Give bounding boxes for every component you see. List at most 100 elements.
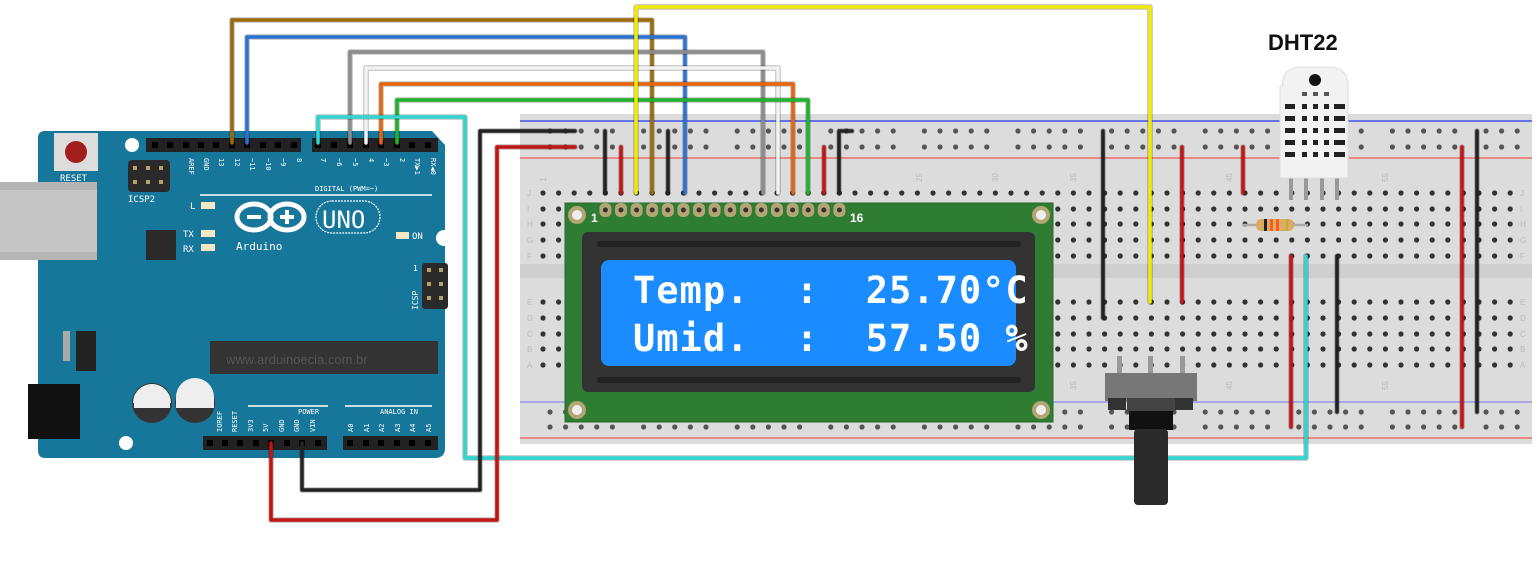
breadboard-hole[interactable] [1320, 315, 1326, 321]
rail-hole[interactable] [1140, 144, 1146, 150]
rail-hole[interactable] [594, 144, 600, 150]
power-header-pin[interactable] [315, 440, 321, 446]
rail-hole[interactable] [1514, 424, 1520, 430]
breadboard-hole[interactable] [1320, 253, 1326, 259]
rail-hole[interactable] [1218, 409, 1224, 415]
rail-hole[interactable] [1077, 144, 1083, 150]
rail-hole[interactable] [1514, 409, 1520, 415]
breadboard-hole[interactable] [1414, 346, 1420, 352]
breadboard-hole[interactable] [1055, 190, 1061, 196]
breadboard-hole[interactable] [556, 253, 562, 259]
breadboard-hole[interactable] [556, 221, 562, 227]
rail-hole[interactable] [578, 144, 584, 150]
analog-header-pin[interactable] [394, 440, 400, 446]
breadboard-hole[interactable] [1398, 221, 1404, 227]
breadboard-hole[interactable] [1445, 331, 1451, 337]
breadboard-hole[interactable] [1164, 315, 1170, 321]
breadboard-hole[interactable] [1445, 299, 1451, 305]
breadboard-hole[interactable] [1507, 237, 1513, 243]
breadboard-hole[interactable] [556, 362, 562, 368]
breadboard-hole[interactable] [1195, 206, 1201, 212]
breadboard-hole[interactable] [1304, 237, 1310, 243]
rail-hole[interactable] [1155, 128, 1161, 134]
breadboard-hole[interactable] [540, 253, 546, 259]
rail-hole[interactable] [1109, 409, 1115, 415]
rail-hole[interactable] [1436, 144, 1442, 150]
rail-hole[interactable] [1405, 424, 1411, 430]
rail-hole[interactable] [1202, 424, 1208, 430]
breadboard-hole[interactable] [1429, 206, 1435, 212]
breadboard-hole[interactable] [1211, 331, 1217, 337]
breadboard-hole[interactable] [1086, 221, 1092, 227]
rail-hole[interactable] [953, 424, 959, 430]
rail-hole[interactable] [1031, 144, 1037, 150]
breadboard-hole[interactable] [1258, 346, 1264, 352]
breadboard-hole[interactable] [1070, 206, 1076, 212]
header-pin[interactable] [425, 142, 431, 148]
rail-hole[interactable] [1514, 128, 1520, 134]
rail-hole[interactable] [828, 144, 834, 150]
breadboard-hole[interactable] [1117, 315, 1123, 321]
rail-hole[interactable] [984, 424, 990, 430]
breadboard-hole[interactable] [1102, 362, 1108, 368]
breadboard-hole[interactable] [883, 190, 889, 196]
breadboard-hole[interactable] [1148, 315, 1154, 321]
breadboard-hole[interactable] [868, 190, 874, 196]
breadboard-hole[interactable] [1336, 237, 1342, 243]
breadboard-hole[interactable] [1133, 237, 1139, 243]
breadboard-hole[interactable] [1195, 315, 1201, 321]
breadboard-hole[interactable] [961, 190, 967, 196]
breadboard-hole[interactable] [1086, 299, 1092, 305]
rail-hole[interactable] [1499, 424, 1505, 430]
rail-hole[interactable] [1483, 409, 1489, 415]
breadboard-hole[interactable] [1226, 190, 1232, 196]
breadboard-hole[interactable] [1398, 331, 1404, 337]
breadboard-hole[interactable] [1414, 299, 1420, 305]
breadboard-hole[interactable] [1070, 346, 1076, 352]
rail-hole[interactable] [1389, 128, 1395, 134]
breadboard-hole[interactable] [1398, 237, 1404, 243]
breadboard-hole[interactable] [540, 331, 546, 337]
breadboard-hole[interactable] [1351, 299, 1357, 305]
breadboard-hole[interactable] [556, 190, 562, 196]
rail-hole[interactable] [750, 144, 756, 150]
breadboard-hole[interactable] [1086, 190, 1092, 196]
breadboard-hole[interactable] [540, 346, 546, 352]
breadboard-hole[interactable] [1273, 299, 1279, 305]
power-header-pin[interactable] [253, 440, 259, 446]
breadboard-hole[interactable] [1055, 362, 1061, 368]
wire-white[interactable] [364, 66, 780, 195]
breadboard-hole[interactable] [1086, 237, 1092, 243]
rail-hole[interactable] [1405, 144, 1411, 150]
breadboard-hole[interactable] [1507, 346, 1513, 352]
analog-header-pin[interactable] [378, 440, 384, 446]
rail-hole[interactable] [890, 128, 896, 134]
rail-hole[interactable] [687, 424, 694, 430]
rail-hole[interactable] [828, 128, 834, 134]
rail-hole[interactable] [547, 424, 553, 430]
breadboard-hole[interactable] [1117, 221, 1123, 227]
breadboard-hole[interactable] [899, 190, 905, 196]
breadboard-hole[interactable] [1195, 221, 1201, 227]
breadboard-hole[interactable] [1492, 190, 1498, 196]
breadboard-hole[interactable] [1117, 299, 1123, 305]
breadboard-hole[interactable] [1242, 362, 1248, 368]
breadboard-hole[interactable] [1133, 299, 1139, 305]
breadboard-hole[interactable] [1195, 362, 1201, 368]
breadboard-hole[interactable] [540, 299, 546, 305]
breadboard-hole[interactable] [1382, 190, 1388, 196]
rail-hole[interactable] [687, 144, 694, 150]
breadboard-hole[interactable] [1492, 221, 1498, 227]
rail-hole[interactable] [1233, 424, 1239, 430]
breadboard-hole[interactable] [1351, 315, 1357, 321]
breadboard-hole[interactable] [1180, 315, 1186, 321]
breadboard-hole[interactable] [1070, 253, 1076, 259]
breadboard-hole[interactable] [556, 299, 562, 305]
rail-hole[interactable] [1062, 144, 1068, 150]
header-pin[interactable] [152, 142, 158, 148]
wire-yellow[interactable] [634, 5, 1152, 304]
rail-hole[interactable] [1265, 424, 1271, 430]
rail-hole[interactable] [750, 424, 756, 430]
rail-hole[interactable] [1421, 144, 1427, 150]
breadboard-hole[interactable] [556, 315, 562, 321]
